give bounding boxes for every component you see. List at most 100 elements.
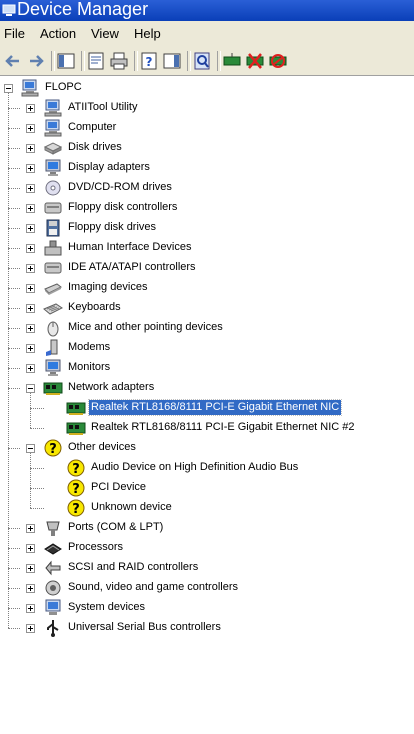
expand-icon[interactable] [26,184,35,193]
menu-help[interactable]: Help [134,26,161,41]
tree-connector-line [8,628,20,629]
svg-text:?: ? [146,55,153,69]
update-driver-icon [222,51,242,71]
tree-node-label: IDE ATA/ATAPI controllers [68,261,196,273]
tree-connector-line [8,388,20,389]
tree-node[interactable]: Universal Serial Bus controllers [43,618,414,638]
tree-node[interactable]: ?Audio Device on High Definition Audio B… [66,458,414,478]
show-hide-action-pane-button[interactable] [162,51,182,71]
expand-icon[interactable] [26,524,35,533]
tree-connector-line [8,228,20,229]
tree-node[interactable]: Realtek RTL8168/8111 PCI-E Gigabit Ether… [66,418,414,438]
collapse-icon[interactable] [4,84,13,93]
expand-icon[interactable] [26,164,35,173]
tree-node[interactable]: DVD/CD-ROM drives [43,178,414,198]
tree-node-label: ATIITool Utility [68,101,138,113]
tree-node[interactable]: ATIITool Utility [43,98,414,118]
expand-icon[interactable] [26,244,35,253]
forward-button[interactable] [26,51,46,71]
cdrom-icon [43,179,63,197]
expand-icon[interactable] [26,204,35,213]
expand-icon[interactable] [26,224,35,233]
tree-node[interactable]: Modems [43,338,414,358]
scan-hardware-changes-button[interactable] [192,51,212,71]
tree-node[interactable]: IDE ATA/ATAPI controllers [43,258,414,278]
menu-action[interactable]: Action [40,26,77,41]
tree-node[interactable]: Display adapters [43,158,414,178]
expand-icon[interactable] [26,604,35,613]
tree-node[interactable]: Realtek RTL8168/8111 PCI-E Gigabit Ether… [66,398,414,418]
disable-button[interactable] [268,51,288,71]
update-driver-button[interactable] [222,51,242,71]
expand-icon[interactable] [26,104,35,113]
tree-connector-line [8,448,20,449]
expand-icon[interactable] [26,544,35,553]
menu-bar: File Action View Help [0,21,414,48]
expand-icon[interactable] [26,344,35,353]
expand-icon[interactable] [26,284,35,293]
disk-icon [43,139,63,157]
print-button[interactable] [109,51,129,71]
tree-node-label: Human Interface Devices [68,241,192,253]
show-hide-console-tree-button[interactable] [56,51,76,71]
tree-node[interactable]: Mice and other pointing devices [43,318,414,338]
tree-node[interactable]: Network adapters [43,378,414,398]
menu-file[interactable]: File [4,26,25,41]
tree-node-label: Realtek RTL8168/8111 PCI-E Gigabit Ether… [87,399,343,416]
expand-icon[interactable] [26,144,35,153]
tree-node[interactable]: System devices [43,598,414,618]
tree-connector-line [30,448,31,508]
tree-node-label: Floppy disk drives [68,221,157,233]
tree-node[interactable]: ?Other devices [43,438,414,458]
expand-icon[interactable] [26,324,35,333]
back-button[interactable] [3,51,23,71]
tree-node[interactable]: ?Unknown device [66,498,414,518]
disable-icon [268,51,288,71]
collapse-icon[interactable] [26,384,35,393]
collapse-icon[interactable] [26,444,35,453]
tree-connector-line [30,488,44,489]
expand-icon[interactable] [26,564,35,573]
tree-node-label: Other devices [68,441,136,453]
network-card-icon [66,419,86,437]
tree-node-label: Display adapters [68,161,150,173]
window-title: Device Manager [17,0,149,19]
tree-node-label: Computer [68,121,117,133]
tree-node-label: Disk drives [68,141,122,153]
tree-node[interactable]: Floppy disk drives [43,218,414,238]
tree-connector-line [8,528,20,529]
tree-node[interactable]: Sound, video and game controllers [43,578,414,598]
tree-node[interactable]: ?PCI Device [66,478,414,498]
tree-node-label: Processors [68,541,124,553]
properties-button[interactable] [86,51,106,71]
uninstall-button[interactable] [245,51,265,71]
unknown-device-icon: ? [66,499,86,517]
tree-node[interactable]: Floppy disk controllers [43,198,414,218]
tree-node[interactable]: Imaging devices [43,278,414,298]
expand-icon[interactable] [26,304,35,313]
menu-view[interactable]: View [91,26,119,41]
expand-icon[interactable] [26,364,35,373]
unknown-device-icon: ? [66,479,86,497]
tree-node-label: Mice and other pointing devices [68,321,223,333]
expand-icon[interactable] [26,624,35,633]
expand-icon[interactable] [26,584,35,593]
tree-node[interactable]: Human Interface Devices [43,238,414,258]
tree-node[interactable]: Ports (COM & LPT) [43,518,414,538]
tree-connector-line [8,168,20,169]
tree-node[interactable]: Keyboards [43,298,414,318]
help-button[interactable]: ? [139,51,159,71]
tree-node[interactable]: SCSI and RAID controllers [43,558,414,578]
expand-icon[interactable] [26,264,35,273]
tree-node[interactable]: FLOPC [20,78,414,98]
tree-connector-line [30,408,44,409]
tree-node[interactable]: Processors [43,538,414,558]
tree-node[interactable]: Disk drives [43,138,414,158]
mouse-icon [43,319,63,337]
tree-node[interactable]: Computer [43,118,414,138]
tree-node-label: Network adapters [68,381,155,393]
tree-connector-line [30,468,44,469]
expand-icon[interactable] [26,124,35,133]
tree-node[interactable]: Monitors [43,358,414,378]
processor-icon [43,539,63,557]
